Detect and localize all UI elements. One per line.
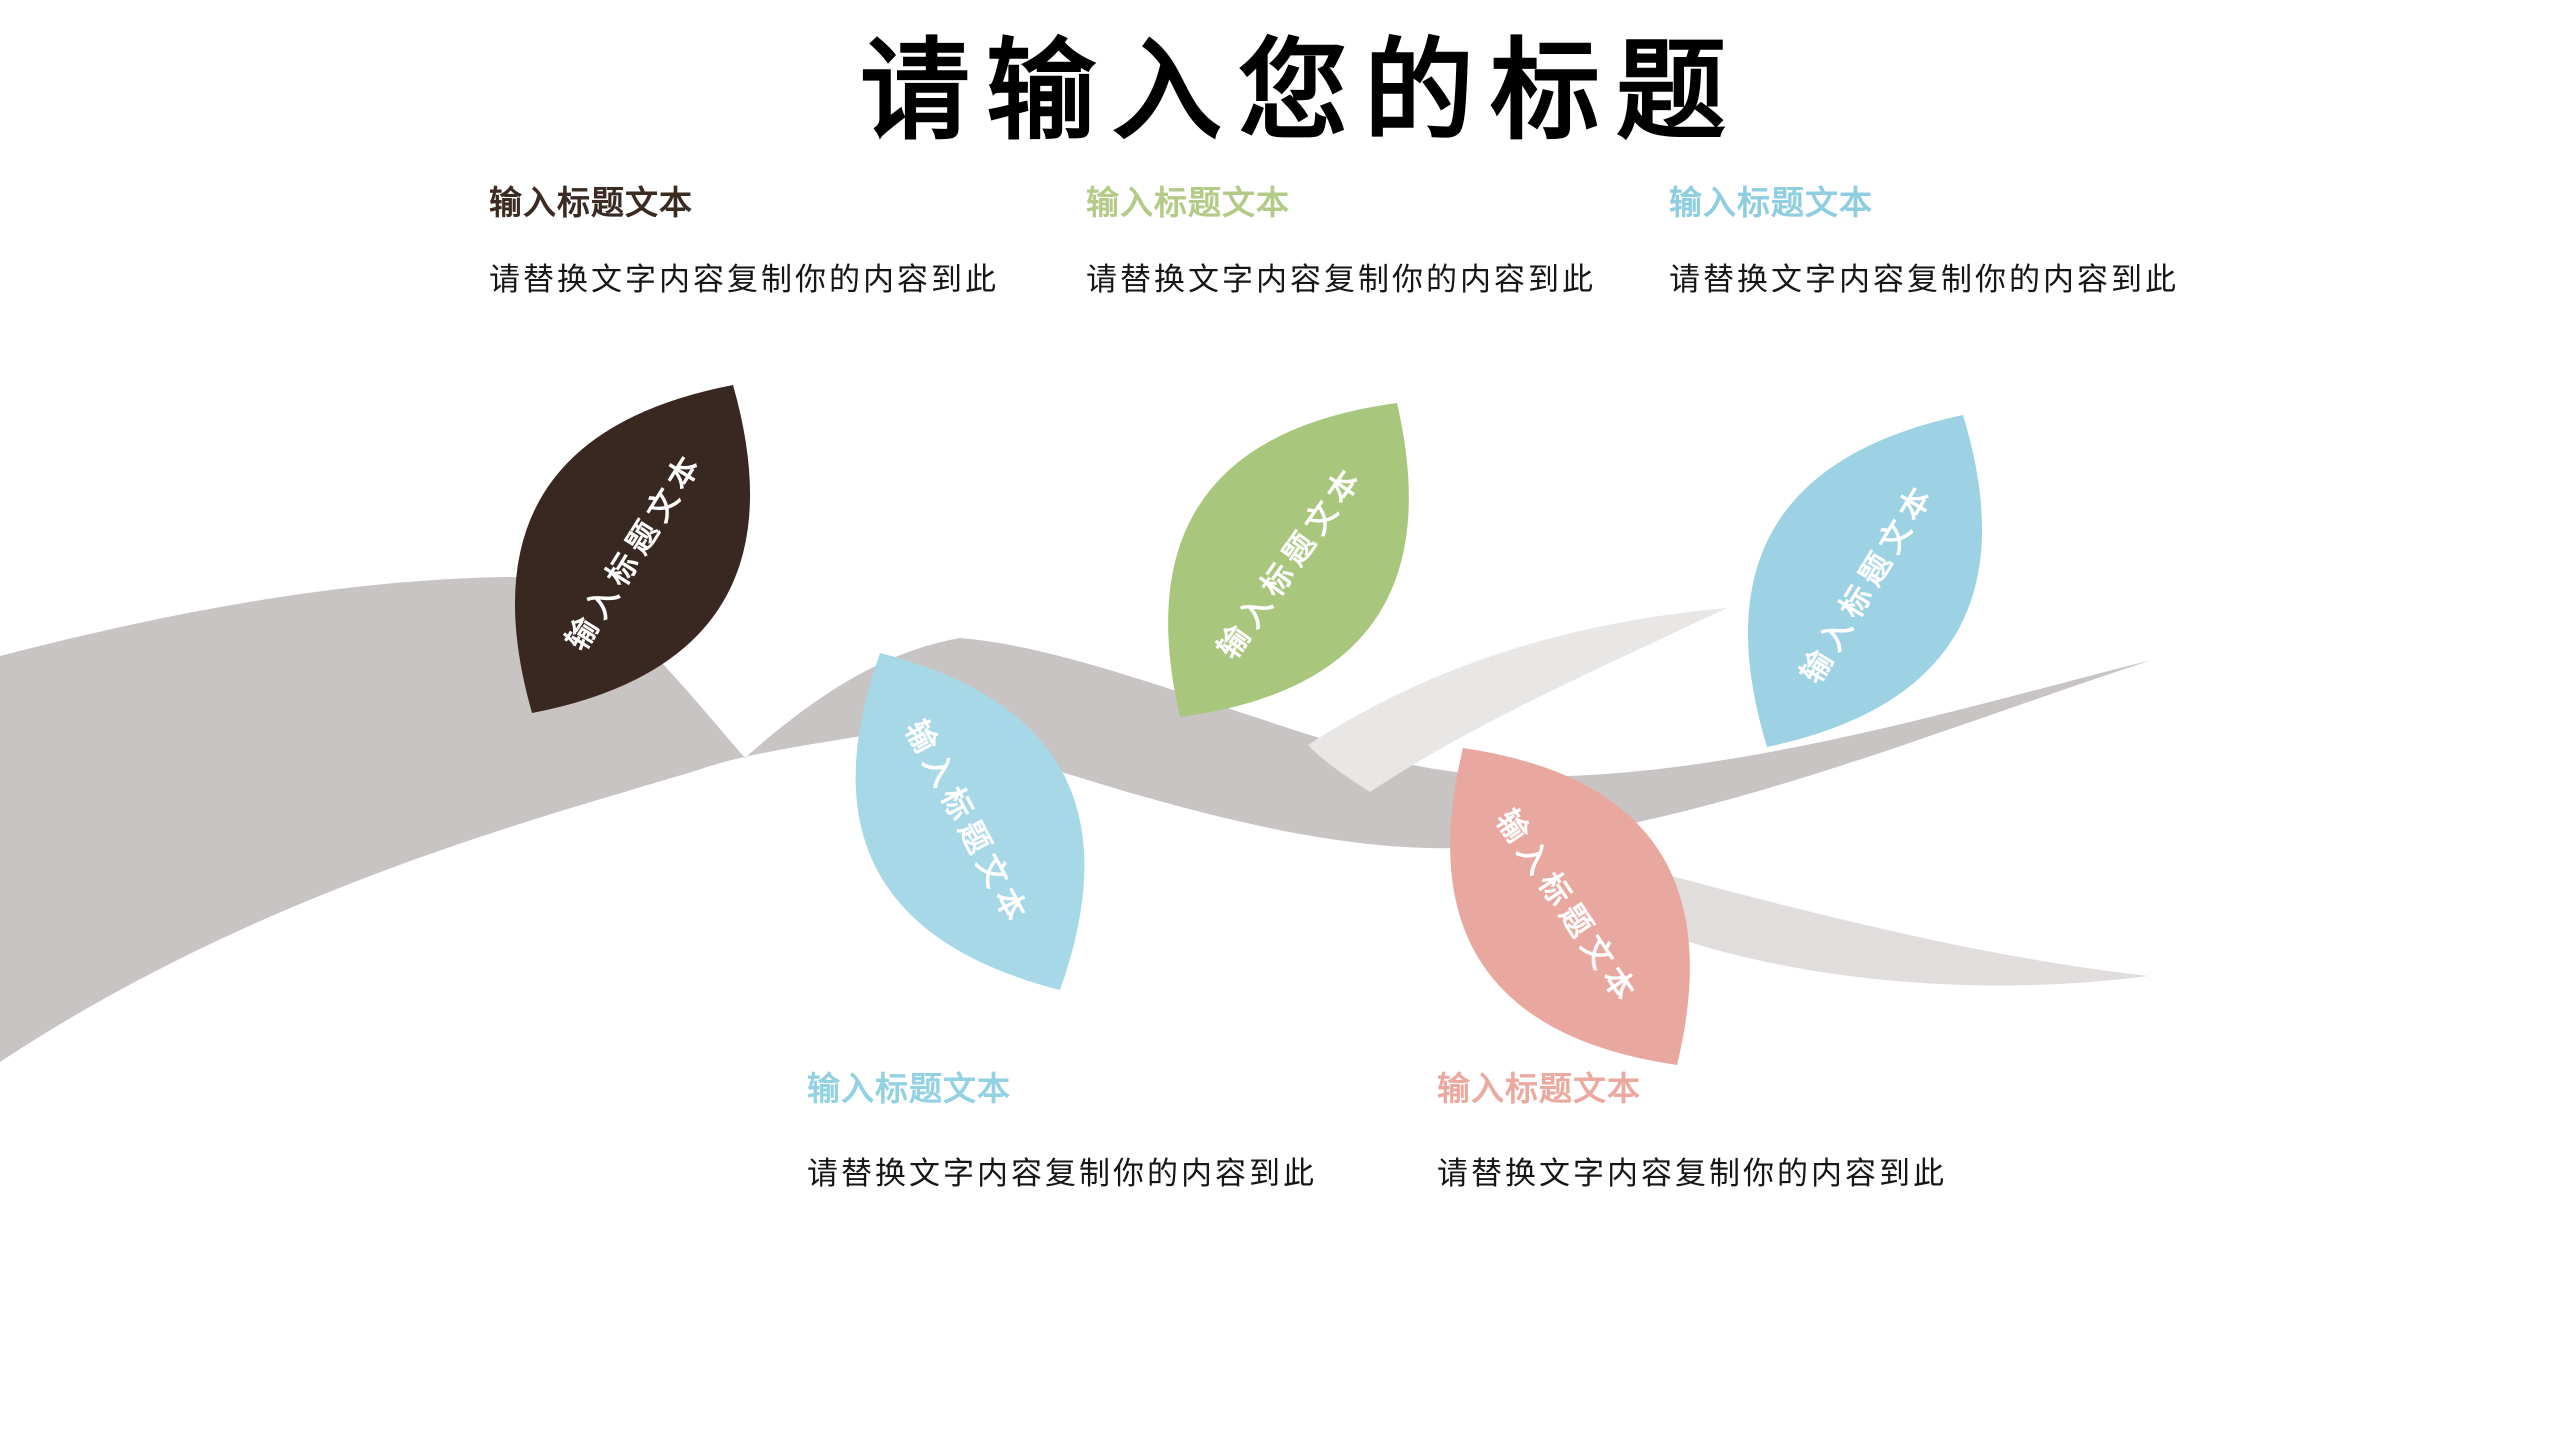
top-block-3-heading[interactable]: 输入标题文本 [1669, 184, 1873, 221]
pink-leaf[interactable] [1450, 748, 1690, 1065]
top-block-3-body[interactable]: 请替换文字内容复制你的内容到此 [1669, 262, 2179, 297]
light-blue-leaf-lower[interactable] [855, 653, 1085, 990]
top-block-1-body[interactable]: 请替换文字内容复制你的内容到此 [489, 262, 999, 297]
green-leaf[interactable] [1168, 403, 1409, 717]
slide-title[interactable]: 请输入您的标题 [860, 26, 1742, 155]
bottom-block-2-heading[interactable]: 输入标题文本 [1437, 1070, 1641, 1107]
top-block-2-body[interactable]: 请替换文字内容复制你的内容到此 [1086, 262, 1596, 297]
bottom-block-1-heading[interactable]: 输入标题文本 [807, 1070, 1011, 1107]
top-block-2-heading[interactable]: 输入标题文本 [1086, 184, 1290, 221]
branch-twig-upper [1308, 608, 1727, 792]
blue-leaf-right[interactable] [1747, 415, 1983, 747]
bottom-block-1-body[interactable]: 请替换文字内容复制你的内容到此 [807, 1156, 1317, 1191]
top-block-1-heading[interactable]: 输入标题文本 [489, 184, 693, 221]
bottom-block-2-body[interactable]: 请替换文字内容复制你的内容到此 [1437, 1156, 1947, 1191]
dark-brown-leaf[interactable] [514, 385, 751, 713]
